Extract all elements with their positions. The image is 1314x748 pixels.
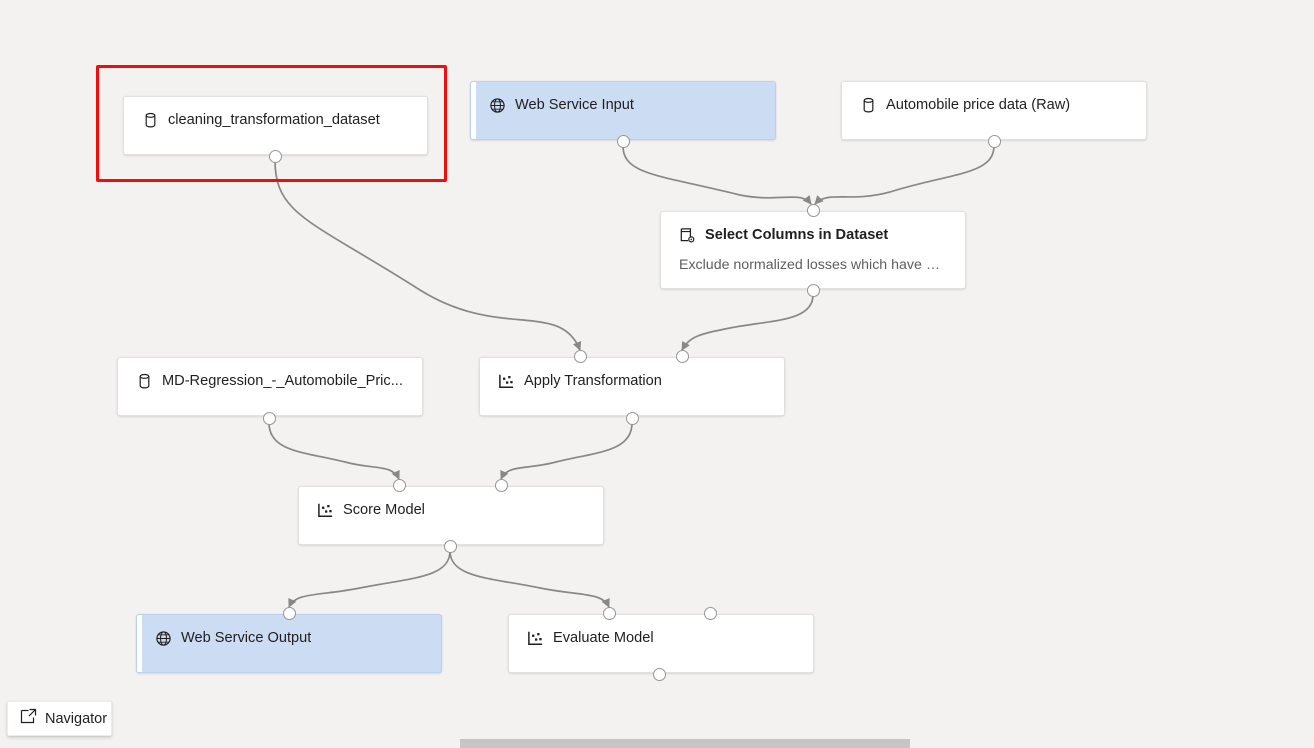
port-output-score_model[interactable] [443, 539, 457, 553]
node-accent-strip [299, 487, 304, 544]
chart-dots-icon [318, 503, 333, 517]
node-title: Select Columns in Dataset [705, 227, 889, 243]
port-output-md_regression_automobile_price[interactable] [262, 411, 276, 425]
node-header: Select Columns in Dataset [679, 226, 955, 244]
chart-dots-icon [528, 631, 543, 645]
select-columns-icon [680, 227, 695, 242]
edge-md-to-score[interactable] [268, 422, 400, 480]
edge-select-to-apply[interactable] [681, 294, 814, 351]
port-output-evaluate_model[interactable] [652, 667, 666, 681]
node-title: MD-Regression_-_Automobile_Pric... [162, 373, 403, 389]
node-header: Web Service Output [155, 629, 431, 647]
dataset-cylinder-icon [145, 112, 156, 128]
edge-cleaning-to-apply[interactable] [274, 159, 582, 351]
port-output-cleaning_transformation_dataset[interactable] [268, 149, 282, 163]
chart-dots-icon [499, 374, 514, 388]
edge-score-to-wsoutput[interactable] [288, 550, 451, 608]
edge-score-to-evaluate[interactable] [449, 550, 610, 608]
node-accent-strip [661, 212, 666, 288]
port-input-score_model[interactable] [494, 478, 508, 492]
node-header: Score Model [317, 501, 593, 519]
node-header: Web Service Input [489, 96, 765, 114]
node-header: Evaluate Model [527, 629, 803, 647]
node-title: Apply Transformation [524, 373, 662, 389]
node-score_model[interactable]: Score Model [298, 486, 604, 545]
node-header: Automobile price data (Raw) [860, 96, 1136, 114]
node-evaluate_model[interactable]: Evaluate Model [508, 614, 814, 673]
node-automobile_price_data_raw[interactable]: Automobile price data (Raw) [841, 81, 1147, 140]
port-input-evaluate_model[interactable] [703, 606, 717, 620]
node-title: Evaluate Model [553, 630, 654, 646]
expand-window-icon [20, 708, 37, 730]
horizontal-scrollbar-thumb[interactable] [460, 739, 910, 748]
port-input-score_model[interactable] [392, 478, 406, 492]
node-web_service_input[interactable]: Web Service Input [470, 81, 776, 140]
globe-icon [490, 97, 505, 113]
port-output-automobile_price_data_raw[interactable] [987, 134, 1001, 148]
node-header: Apply Transformation [498, 372, 774, 390]
node-web_service_output[interactable]: Web Service Output [136, 614, 442, 673]
node-md_regression_automobile_price[interactable]: MD-Regression_-_Automobile_Pric... [117, 357, 423, 416]
edge-apply-to-score[interactable] [500, 422, 633, 480]
node-accent-strip [842, 82, 847, 139]
navigator-label: Navigator [45, 710, 108, 727]
node-accent-strip [118, 358, 123, 415]
navigator-button[interactable]: Navigator [7, 701, 112, 736]
node-accent-strip [124, 97, 129, 154]
node-accent-strip [137, 615, 142, 672]
node-title: cleaning_transformation_dataset [168, 112, 380, 128]
node-title: Web Service Input [515, 97, 634, 113]
node-accent-strip [480, 358, 485, 415]
node-accent-strip [471, 82, 476, 139]
node-header: MD-Regression_-_Automobile_Pric... [136, 372, 412, 390]
node-title: Web Service Output [181, 630, 312, 646]
port-input-evaluate_model[interactable] [602, 606, 616, 620]
port-output-apply_transformation[interactable] [625, 411, 639, 425]
node-header: cleaning_transformation_dataset [142, 111, 417, 129]
horizontal-scrollbar-track[interactable] [0, 736, 1314, 748]
dataset-cylinder-icon [139, 373, 150, 389]
port-input-apply_transformation[interactable] [675, 349, 689, 363]
node-title: Score Model [343, 502, 425, 518]
node-apply_transformation[interactable]: Apply Transformation [479, 357, 785, 416]
port-output-web_service_input[interactable] [616, 134, 630, 148]
edge-wsinput-to-select[interactable] [622, 145, 812, 205]
port-output-select_columns_in_dataset[interactable] [806, 283, 820, 297]
node-cleaning_transformation_dataset[interactable]: cleaning_transformation_dataset [123, 96, 428, 155]
edge-automobile-to-select[interactable] [814, 145, 995, 205]
node-title: Automobile price data (Raw) [886, 97, 1071, 113]
dataset-cylinder-icon [863, 97, 874, 113]
port-input-web_service_output[interactable] [282, 606, 296, 620]
node-subtitle: Exclude normalized losses which have man… [679, 257, 951, 273]
port-input-select_columns_in_dataset[interactable] [806, 203, 820, 217]
port-input-apply_transformation[interactable] [573, 349, 587, 363]
globe-icon [156, 630, 171, 646]
node-accent-strip [509, 615, 514, 672]
